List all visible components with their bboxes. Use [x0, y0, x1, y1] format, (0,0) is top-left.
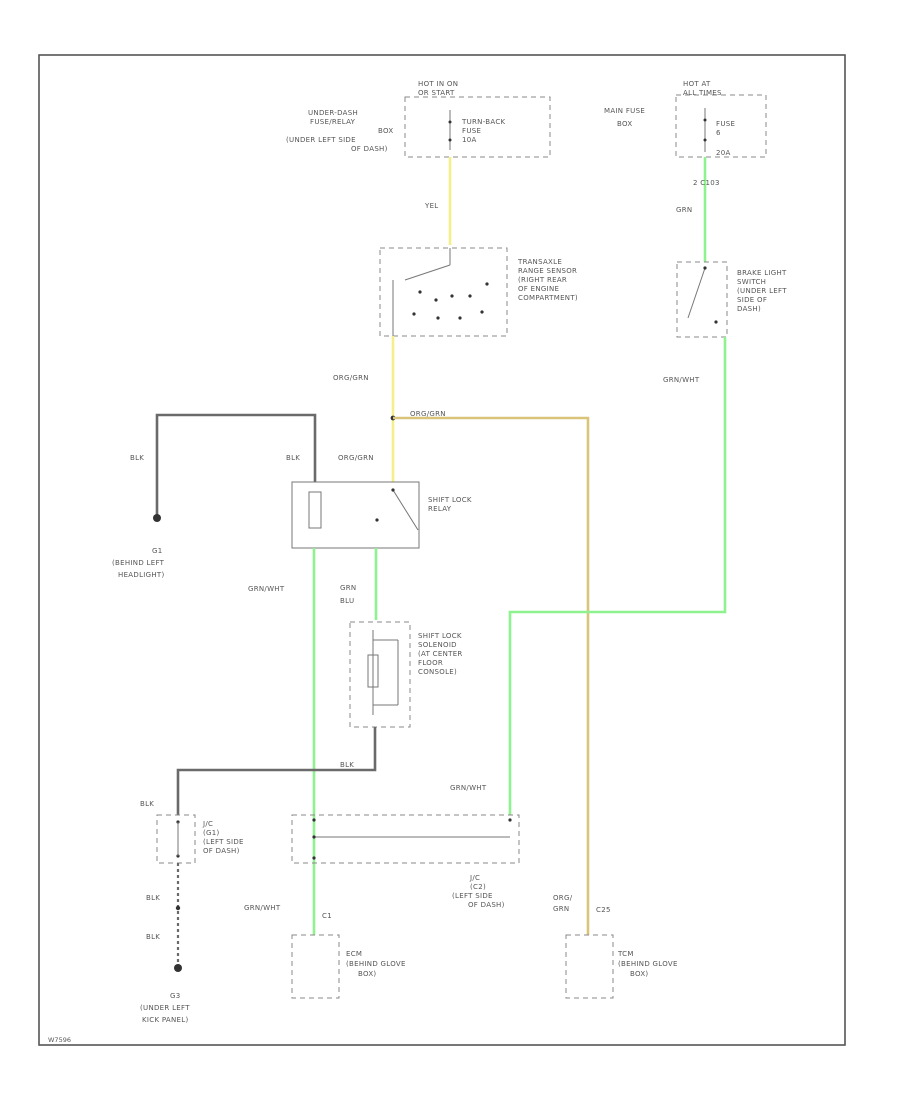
- brake-label-2: SWITCH: [737, 278, 766, 286]
- blk-wire-g1: [155, 413, 317, 515]
- underdash-label-1: UNDER-DASH: [308, 109, 358, 117]
- jc2-label-1: J/C: [469, 874, 480, 882]
- solenoid-label-1: SHIFT LOCK: [418, 632, 462, 640]
- grn-wht-label-2: GRN/WHT: [248, 585, 285, 593]
- hot-at-label: HOT AT: [683, 80, 711, 88]
- junction-connector-c2: GRN/WHT J/C (C2) (LEFT SIDE OF DASH): [291, 784, 520, 909]
- blk-label-2: BLK: [286, 454, 300, 462]
- underdash-label-2: FUSE/RELAY: [310, 118, 356, 126]
- org-grn-label-4: ORG/: [553, 894, 573, 902]
- solenoid-label-2: SOLENOID: [418, 641, 457, 649]
- grn-blu-label-1: GRN: [340, 584, 356, 592]
- c103-label: 2 C103: [693, 179, 720, 187]
- c25-label: C25: [596, 906, 611, 914]
- brake-label-5: DASH): [737, 305, 761, 313]
- underdash-label-5: OF DASH): [351, 145, 388, 153]
- org-grn-label-2: ORG/GRN: [410, 410, 446, 418]
- turnback-label-1: TURN-BACK: [461, 118, 506, 126]
- org-grn-wire-tcm: [393, 416, 590, 935]
- org-grn-label-3: ORG/GRN: [338, 454, 374, 462]
- turnback-label-3: 10A: [462, 136, 477, 144]
- tcm-label-3: BOX): [630, 970, 648, 978]
- grn-wht-label-1: GRN/WHT: [663, 376, 700, 384]
- blk-label-5: BLK: [146, 894, 160, 902]
- solenoid-label-4: FLOOR: [418, 659, 443, 667]
- solenoid-label-3: (AT CENTER: [418, 650, 463, 658]
- solenoid-label-5: CONSOLE): [418, 668, 457, 676]
- transaxle-range-sensor: TRANSAXLE RANGE SENSOR (RIGHT REAR OF EN…: [379, 247, 578, 337]
- tcm-label-2: (BEHIND GLOVE: [618, 960, 678, 968]
- g3-label-2: (UNDER LEFT: [140, 1004, 190, 1012]
- blk-label-3: BLK: [140, 800, 154, 808]
- trans-label-4: OF ENGINE: [518, 285, 559, 293]
- org-grn-label-1: ORG/GRN: [333, 374, 369, 382]
- g3-label-1: G3: [170, 992, 180, 1000]
- trans-label-2: RANGE SENSOR: [518, 267, 577, 275]
- g1-label-1: G1: [152, 547, 162, 555]
- main-fuse-box: HOT AT ALL TIMES MAIN FUSE BOX FUSE 6 20…: [604, 80, 767, 158]
- grn-wht-label-3: GRN/WHT: [450, 784, 487, 792]
- blk-label-4: BLK: [340, 761, 354, 769]
- mainfuse-label-2: BOX: [617, 120, 632, 128]
- grn-wht-label-4: GRN/WHT: [244, 904, 281, 912]
- brake-label-3: (UNDER LEFT: [737, 287, 787, 295]
- ecm-label-2: (BEHIND GLOVE: [346, 960, 406, 968]
- org-grn-label-5: GRN: [553, 905, 569, 913]
- jc-label-1: J/C: [202, 820, 213, 828]
- jc-label-3: (LEFT SIDE: [203, 838, 244, 846]
- trans-label-1: TRANSAXLE: [517, 258, 562, 266]
- hot-on-label: HOT IN ON: [418, 80, 458, 88]
- g1-label-2: (BEHIND LEFT: [112, 559, 165, 567]
- jc2-label-2: (C2): [470, 883, 486, 891]
- hot-at-label-2: ALL TIMES: [683, 89, 722, 97]
- shift-lock-relay: SHIFT LOCK RELAY: [291, 481, 472, 549]
- mainfuse-label-1: MAIN FUSE: [604, 107, 645, 115]
- grn-wht-wire-brake: [508, 337, 727, 815]
- g1-label-3: HEADLIGHT): [118, 571, 165, 579]
- fuse-label-2: 6: [716, 129, 721, 137]
- diagram-frame: [38, 54, 846, 1046]
- yel-wire-label: YEL: [424, 202, 439, 210]
- underdash-fuse-box: HOT IN ON OR START UNDER-DASH FUSE/RELAY…: [286, 80, 551, 158]
- underdash-label-4: (UNDER LEFT SIDE: [286, 136, 356, 144]
- blk-label-6: BLK: [146, 933, 160, 941]
- ecm-module: ECM (BEHIND GLOVE BOX): [291, 934, 406, 999]
- tcm-module: TCM (BEHIND GLOVE BOX): [565, 934, 678, 999]
- turnback-label-2: FUSE: [462, 127, 481, 135]
- g3-label-3: KICK PANEL): [142, 1016, 189, 1024]
- shift-lock-solenoid: SHIFT LOCK SOLENOID (AT CENTER FLOOR CON…: [349, 621, 463, 728]
- blk-label-1: BLK: [130, 454, 144, 462]
- grn-blu-label-2: BLU: [340, 597, 354, 605]
- relay-label-2: RELAY: [428, 505, 452, 513]
- tcm-label-1: TCM: [617, 950, 634, 958]
- jc-label-2: (G1): [203, 829, 220, 837]
- reference-code: W7596: [48, 1036, 71, 1044]
- ecm-label-3: BOX): [358, 970, 376, 978]
- c1-label: C1: [322, 912, 332, 920]
- blk-wire-solenoid: [176, 727, 377, 815]
- brake-label-1: BRAKE LIGHT: [737, 269, 787, 277]
- relay-label-1: SHIFT LOCK: [428, 496, 472, 504]
- junction-connector-g1: J/C (G1) (LEFT SIDE OF DASH): [156, 814, 244, 864]
- brake-label-4: SIDE OF: [737, 296, 767, 304]
- trans-label-5: COMPARTMENT): [518, 294, 578, 302]
- jc-label-4: OF DASH): [203, 847, 240, 855]
- fuse-label-1: FUSE: [716, 120, 735, 128]
- brake-light-switch: BRAKE LIGHT SWITCH (UNDER LEFT SIDE OF D…: [676, 261, 787, 338]
- ecm-label-1: ECM: [346, 950, 362, 958]
- underdash-label-3: BOX: [378, 127, 393, 135]
- grn-wire-label: GRN: [676, 206, 692, 214]
- trans-label-3: (RIGHT REAR: [518, 276, 567, 284]
- hot-on-label-2: OR START: [418, 89, 455, 97]
- jc2-label-3: (LEFT SIDE: [452, 892, 493, 900]
- fuse-label-3: 20A: [716, 149, 731, 157]
- jc2-label-4: OF DASH): [468, 901, 505, 909]
